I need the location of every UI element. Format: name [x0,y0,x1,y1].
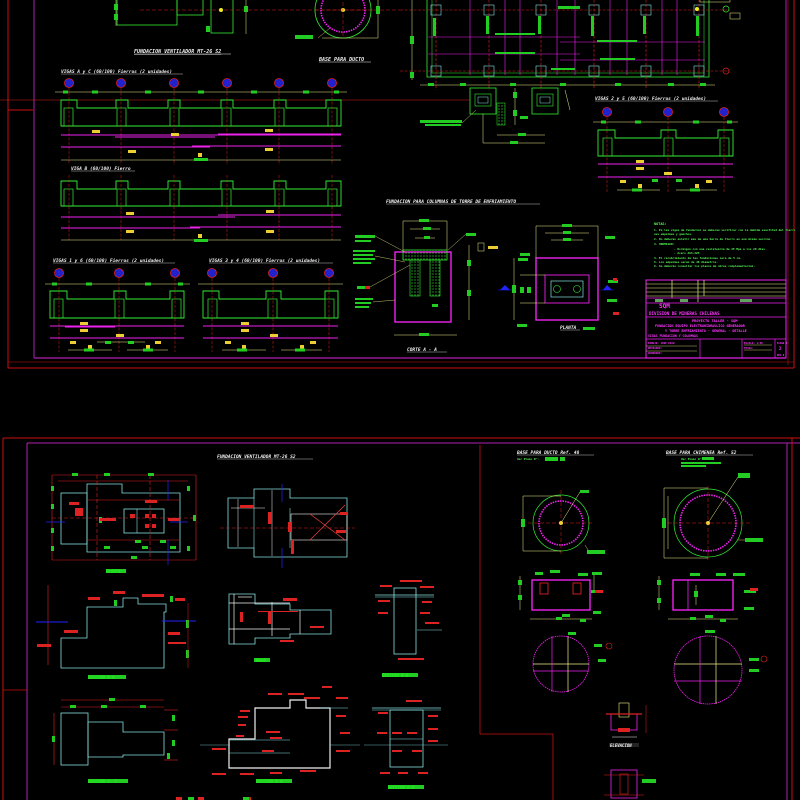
title-planta-top: PLANTA [560,325,577,331]
general-notes: NOTAS: 1. En las vigas de fundacion se d… [654,222,796,268]
title-fundacion-ventilador-bottom: FUNDACION VENTILADOR MT-26 S2 [217,454,296,460]
title-base: BASE [255,658,266,663]
fundacion-columnas-detail: FUNDACION PARA COLUMNAS DE TORRE DE ENFR… [353,199,619,353]
seccion-b-b: SECCION B-B [375,580,442,678]
base-plan: BASE [228,593,332,663]
seccion-d-d: SECCION D-D [364,700,448,790]
date: FECHA: [744,346,753,350]
top-sheet: FUNDACION VENTILADOR MT-26 S2 BASE PARA … [0,0,796,369]
notes-heading: NOTAS: [654,222,667,226]
vigas-1-6-elevation: VIGAS 1 y 6 (60/100) Fierros (2 unidades… [45,258,190,352]
vigas-a-c-elevation: VIGAS A y C (60/100) Fierros (2 unidades… [55,69,347,165]
note-line: sus empalmes y ganchos. [654,232,693,236]
ducto-ref-note: Ver Plano N°: [517,457,539,461]
revised-by: REVISADO: [648,346,662,350]
title-seccion-b-b: SECCION B-B [382,673,409,678]
base-para-ducto-detail: BASE PARA DUCTO Ref. 48 Ver Plano N°: [516,450,605,622]
viga-b-elevation: VIGA B (60/100) Fierro [60,166,342,242]
title-base-chimenea: BASE PARA CHIMENEA Ref. 52 [665,450,737,456]
project-line-1: PROYECTO TALLER - SQM [692,319,738,323]
title-base-para-ducto: BASE PARA DUCTO [318,57,364,63]
company-name: DIVISION DE MINERAS CHILENAS [649,311,720,316]
title-vigas-2-5: VIGAS 2 y 5 (60/100) Fierros (2 unidades… [595,96,706,102]
revision: REV 0 [777,354,785,357]
bottom-sheet: FUNDACION VENTILADOR MT-26 S2 PLANTA [2,437,800,800]
title-vigas-a-c: VIGAS A y C (60/100) Fierros (2 unidades… [61,69,172,75]
title-vigas-1-6: VIGAS 1 y 6 (60/100) Fierros (2 unidades… [53,258,164,264]
elevacion-detail: ELEVACION [604,702,656,799]
chimenea-ref-note: Ver Plano N°: [681,457,703,461]
seccion-a-a-left: SECCION A-A [36,585,196,680]
note-line: 5. Los empalmes seran de 40 diametros. [654,260,718,264]
fundacion-ventilador-partial [114,0,400,39]
project-line-2: FUNDACION EQUIPO ELECTROHIDRAULICO GENER… [655,324,746,328]
foundation-grid-plan [400,0,741,90]
title-viga-b: VIGA B (60/100) Fierro [71,166,131,172]
note-line: - Hormigon con una resistencia de 25 Mpa… [674,247,765,251]
title-base-ducto: BASE PARA DUCTO Ref. 48 [516,450,580,456]
pit-details [0,87,571,144]
sheet-number: 2 [779,346,782,351]
title-seccion-c-c: SECCION C- C [88,779,117,784]
title-seccion-d-d: SECCION D-D [388,785,415,790]
scale: ESCALA: 1:50 [744,341,763,345]
note-line: 6. Se deberan consultar los planos de ob… [654,264,755,268]
note-line: 3. HORMIGON: [654,242,675,246]
company-code: SQM [659,303,670,310]
vigas-2-5-elevation: VIGAS 2 y 5 (60/100) Fierros (2 unidades… [593,96,738,192]
title-block: SQM DIVISION DE MINERAS CHILENAS PROYECT… [645,279,789,359]
base-para-chimenea-detail: BASE PARA CHIMENEA Ref. 52 Ver Plano N°: [657,450,763,622]
sheet-label: PLANO N° [777,342,789,345]
title-elevacion: ELEVACION [610,743,632,748]
ventilador-plan-2 [220,484,355,568]
drawn-by: DIBUJO: JOSE DIAZ [648,341,675,345]
title-corte-a-a: CORTE A - A [407,347,437,353]
title-vigas-3-4: VIGAS 3 y 4 (60/100) Fierros (2 unidades… [209,258,320,264]
seccion-c-c: SECCION C- C [52,698,178,784]
title-planta-bottom: PLANTA [106,569,121,574]
title-fundacion-ventilador: FUNDACION VENTILADOR MT-26 S2 [134,49,221,55]
circular-base-sections [532,630,768,705]
project-line-3: Y TORRE ENFRIAMIENTO - GENERAL - DETALLE [665,329,747,333]
seccion-a-a-middle: SECCION A-A [200,686,360,784]
title-fundacion-columnas: FUNDACION PARA COLUMNAS DE TORRE DE ENFR… [386,199,516,205]
note-line: 1. En las vigas de fundacion se deberan … [654,228,796,232]
title-seccion-a-a-left: SECCION A-A [88,675,115,680]
ventilador-planta: PLANTA [46,473,197,574]
vigas-3-4-elevation-left: VIGAS 3 y 4 (60/100) Fierros (2 unidades… [198,258,343,352]
note-line: 4. El recubrimiento de las fundaciones s… [654,256,742,260]
note-line: - Acero A63-42H [674,251,700,255]
note-line: 2. No deberan existir mas de una barra d… [654,237,772,241]
approved-by: APROBADO: [648,351,662,355]
project-line-4: VIGAS FUNDACION Y COLUMNAS [648,334,698,338]
title-seccion-a-a-middle: SECCION A-A [256,779,283,784]
